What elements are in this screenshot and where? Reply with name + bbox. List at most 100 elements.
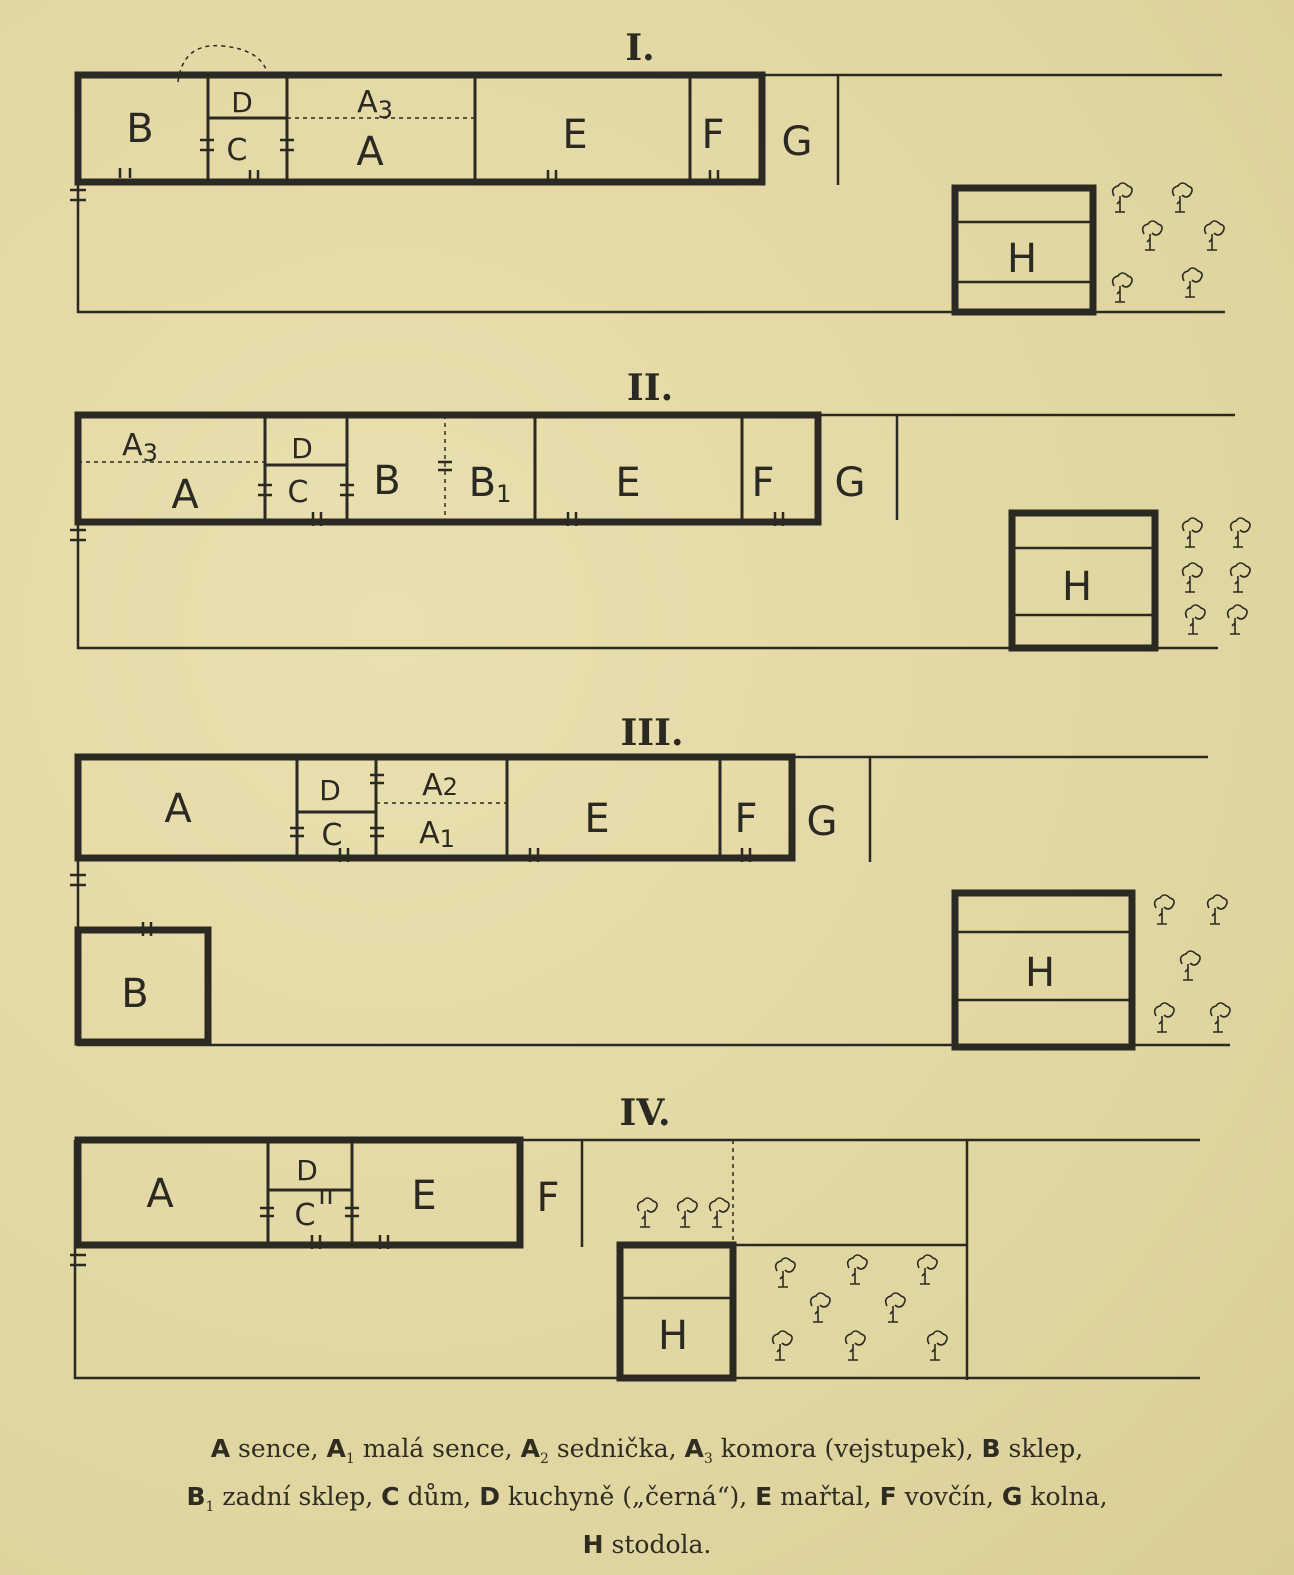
room-label-F: F xyxy=(751,460,774,506)
room-label-A: A xyxy=(146,1171,174,1217)
legend-key-subscript: 2 xyxy=(539,1451,549,1467)
legend-item: B1 zadní sklep, xyxy=(186,1482,374,1515)
legend-description: zadní sklep, xyxy=(222,1482,374,1511)
legend-description: sednička, xyxy=(556,1434,677,1463)
room-label-H: H xyxy=(1007,236,1037,282)
legend-key-subscript: 1 xyxy=(205,1499,215,1515)
farmstead-plans: I. B D C A3 A E F G H II. A3 D C xyxy=(70,27,1251,1382)
room-label-A: A xyxy=(164,786,192,832)
barn-building xyxy=(616,1241,737,1382)
legend-item: B sklep, xyxy=(982,1434,1084,1463)
orchard-trees xyxy=(1181,517,1251,635)
door-marks xyxy=(70,773,752,936)
room-walls xyxy=(295,757,722,858)
room-label-E: E xyxy=(562,112,587,158)
room-label-G: G xyxy=(807,799,838,845)
legend-key: A xyxy=(520,1434,540,1463)
legend-key: B xyxy=(186,1482,206,1511)
orchard-trees xyxy=(1153,894,1231,1033)
plan-1: I. B D C A3 A E F G H xyxy=(70,27,1225,316)
legend-description: sence, xyxy=(238,1434,319,1463)
room-label-E: E xyxy=(411,1173,436,1219)
legend-key: C xyxy=(381,1482,400,1511)
room-label-G: G xyxy=(782,119,813,165)
legend-description: kuchyně („černá“), xyxy=(507,1482,748,1511)
legend-item: H stodola. xyxy=(583,1530,712,1559)
room-label-B: B xyxy=(126,106,153,152)
legend-key-subscript: 1 xyxy=(345,1451,355,1467)
legend-key: D xyxy=(479,1482,500,1511)
room-label-H: H xyxy=(1025,950,1055,996)
room-label-D: D xyxy=(296,1154,318,1187)
door-marks xyxy=(70,1190,390,1267)
legend-item: G kolna, xyxy=(1002,1482,1108,1511)
room-label-D: D xyxy=(319,774,341,807)
room-label-F: F xyxy=(734,796,757,842)
room-label-A1: A1 xyxy=(419,816,455,853)
room-label-F: F xyxy=(701,112,724,158)
door-marks xyxy=(70,460,785,542)
legend-description: sklep, xyxy=(1008,1434,1084,1463)
plan-title: III. xyxy=(620,712,683,754)
plan-2: II. A3 D C A B B1 E F G H xyxy=(70,367,1251,652)
legend-item: E mařtal, xyxy=(755,1482,872,1511)
room-label-C: C xyxy=(322,818,343,853)
yard-boundary xyxy=(73,1138,1200,1380)
barn-building xyxy=(1008,509,1159,652)
house-building xyxy=(74,753,796,862)
room-label-E: E xyxy=(615,460,640,506)
room-label-A: A xyxy=(171,472,199,518)
legend-item: A sence, xyxy=(211,1434,319,1463)
room-label-C: C xyxy=(295,1198,316,1233)
legend-key: A xyxy=(210,1434,231,1463)
barn-building xyxy=(951,889,1136,1051)
room-label-C: C xyxy=(288,475,309,510)
room-label-D: D xyxy=(291,432,313,465)
door-marks xyxy=(70,138,720,202)
room-label-B1: B1 xyxy=(469,460,512,508)
legend-description: malá sence, xyxy=(362,1434,513,1463)
legend-item: D kuchyně („černá“), xyxy=(479,1482,747,1511)
legend-key: F xyxy=(879,1482,897,1511)
plan-title: II. xyxy=(627,367,673,409)
room-walls xyxy=(263,415,744,522)
plan-4: IV. A D C E F H xyxy=(70,1092,1200,1382)
orchard-walls xyxy=(580,1140,969,1380)
legend-key: A xyxy=(326,1434,346,1463)
room-label-A2: A2 xyxy=(422,768,458,803)
legend-item: A3 komora (vejstupek), xyxy=(684,1434,974,1467)
room-walls xyxy=(266,1140,354,1245)
dashed-partition xyxy=(78,415,446,522)
room-label-A3: A3 xyxy=(122,428,158,467)
room-label-G: G xyxy=(835,460,866,506)
door-swing xyxy=(177,44,269,83)
legend-item: A1 malá sence, xyxy=(326,1434,513,1467)
plan-title: I. xyxy=(625,27,654,69)
barn-building xyxy=(951,184,1097,316)
legend-description: kolna, xyxy=(1030,1482,1108,1511)
legend-item: C dům, xyxy=(381,1482,471,1511)
legend-description: komora (vejstupek), xyxy=(720,1434,974,1463)
legend-key: G xyxy=(1001,1482,1023,1511)
room-walls xyxy=(206,75,692,182)
room-label-H: H xyxy=(1062,564,1092,610)
room-label-A3: A3 xyxy=(357,85,393,124)
plan-title: IV. xyxy=(619,1092,670,1134)
house-building xyxy=(74,1136,524,1249)
legend-key: A xyxy=(684,1434,704,1463)
room-label-H: H xyxy=(658,1313,688,1359)
legend-description: vovčín, xyxy=(904,1482,994,1511)
plan-3: III. A D C A2 A1 E F G B H xyxy=(70,712,1231,1051)
house-building xyxy=(74,71,766,186)
room-label-B: B xyxy=(121,971,148,1017)
room-label-D: D xyxy=(231,86,253,119)
room-label-A: A xyxy=(356,129,384,175)
legend-description: dům, xyxy=(407,1482,472,1511)
legend-caption: A sence, A1 malá sence, A2 sednička, A3 … xyxy=(0,1430,1294,1564)
legend-description: stodola. xyxy=(611,1530,712,1559)
room-label-E: E xyxy=(584,796,609,842)
legend-key: H xyxy=(582,1530,604,1559)
legend-item: A2 sednička, xyxy=(520,1434,677,1467)
orchard-trees xyxy=(1111,182,1225,303)
house-building xyxy=(74,411,822,526)
